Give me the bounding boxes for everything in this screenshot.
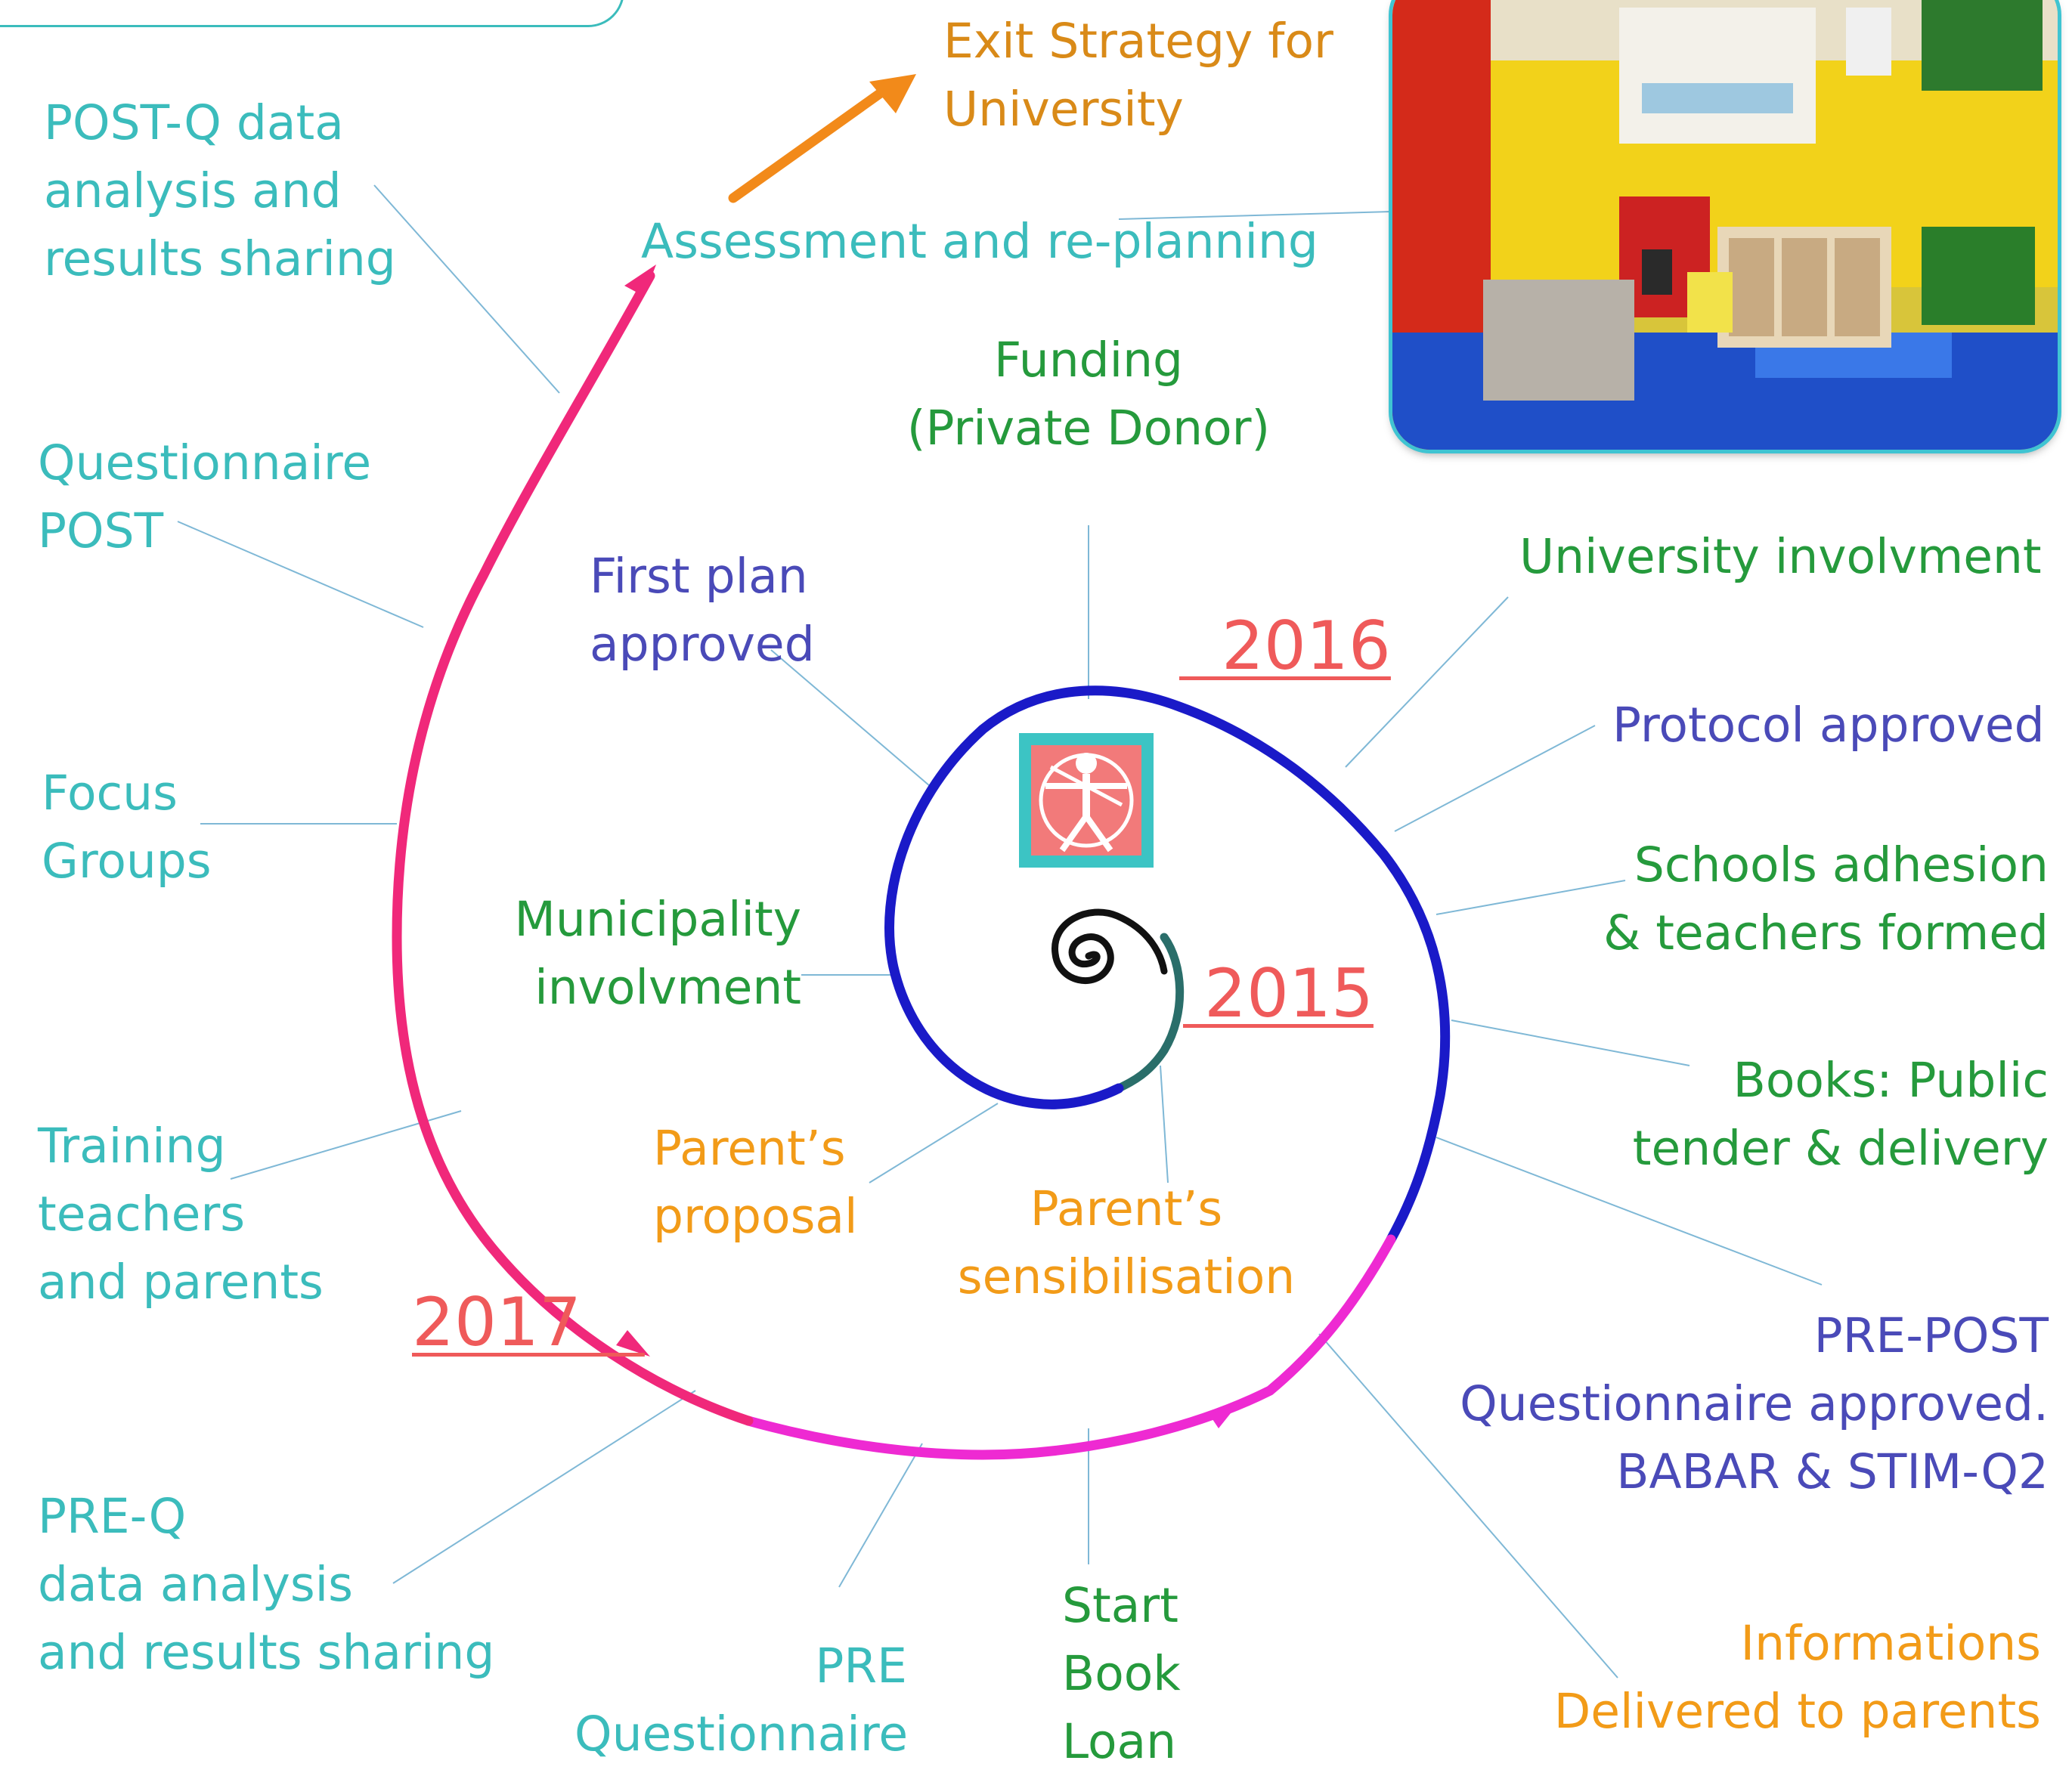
spiral-arrowhead-bottom: [1209, 1402, 1240, 1428]
protocol-approved-label: Protocol approved: [1612, 698, 2045, 753]
leader-post-q: [373, 184, 560, 394]
spiral-magenta-arm: [743, 1234, 1396, 1460]
spiral-arrowhead-left: [616, 1330, 650, 1357]
leader-informations: [1318, 1333, 1618, 1679]
leader-first-plan: [770, 649, 931, 787]
top-left-card-edge: [0, 0, 624, 27]
leader-pre-q: [392, 1390, 696, 1584]
spiral-blue-loop: [884, 685, 1451, 1245]
reading-corner-photo: [1392, 0, 2058, 450]
leader-schools: [1436, 880, 1626, 915]
leader-assessment: [1118, 211, 1392, 220]
leader-university: [1345, 596, 1509, 768]
vitruvian-figure-logo-icon: [1019, 733, 1154, 868]
leader-books: [1451, 1019, 1690, 1066]
leader-questionnaire-post: [177, 521, 424, 628]
leader-pre-questionnaire: [838, 1443, 923, 1588]
university-involvment-label: University involvment: [1519, 529, 2042, 584]
year-2017: 2017: [412, 1283, 645, 1361]
spiral-core: [1051, 908, 1168, 985]
year-2015: 2015: [1183, 955, 1374, 1032]
leader-protocol: [1394, 725, 1596, 832]
assessment-label: Assessment and re-planning: [641, 214, 1318, 269]
spiral-pink-arm: [392, 271, 754, 1426]
year-2016: 2016: [1179, 607, 1391, 685]
exit-arrow: [728, 74, 916, 203]
leader-lines: [177, 184, 1823, 1679]
funding-label: Funding(Private Donor): [906, 333, 1271, 456]
spiral-teal-segment: [1114, 933, 1185, 1093]
leader-parents-sensibilisation: [1160, 1065, 1169, 1183]
leader-parents-proposal: [869, 1103, 999, 1183]
spiral-arrowhead-top: [624, 265, 656, 296]
leader-pre-post: [1436, 1137, 1823, 1286]
schools-adhesion-label: Schools adhesion& teachers formed: [1603, 837, 2049, 961]
